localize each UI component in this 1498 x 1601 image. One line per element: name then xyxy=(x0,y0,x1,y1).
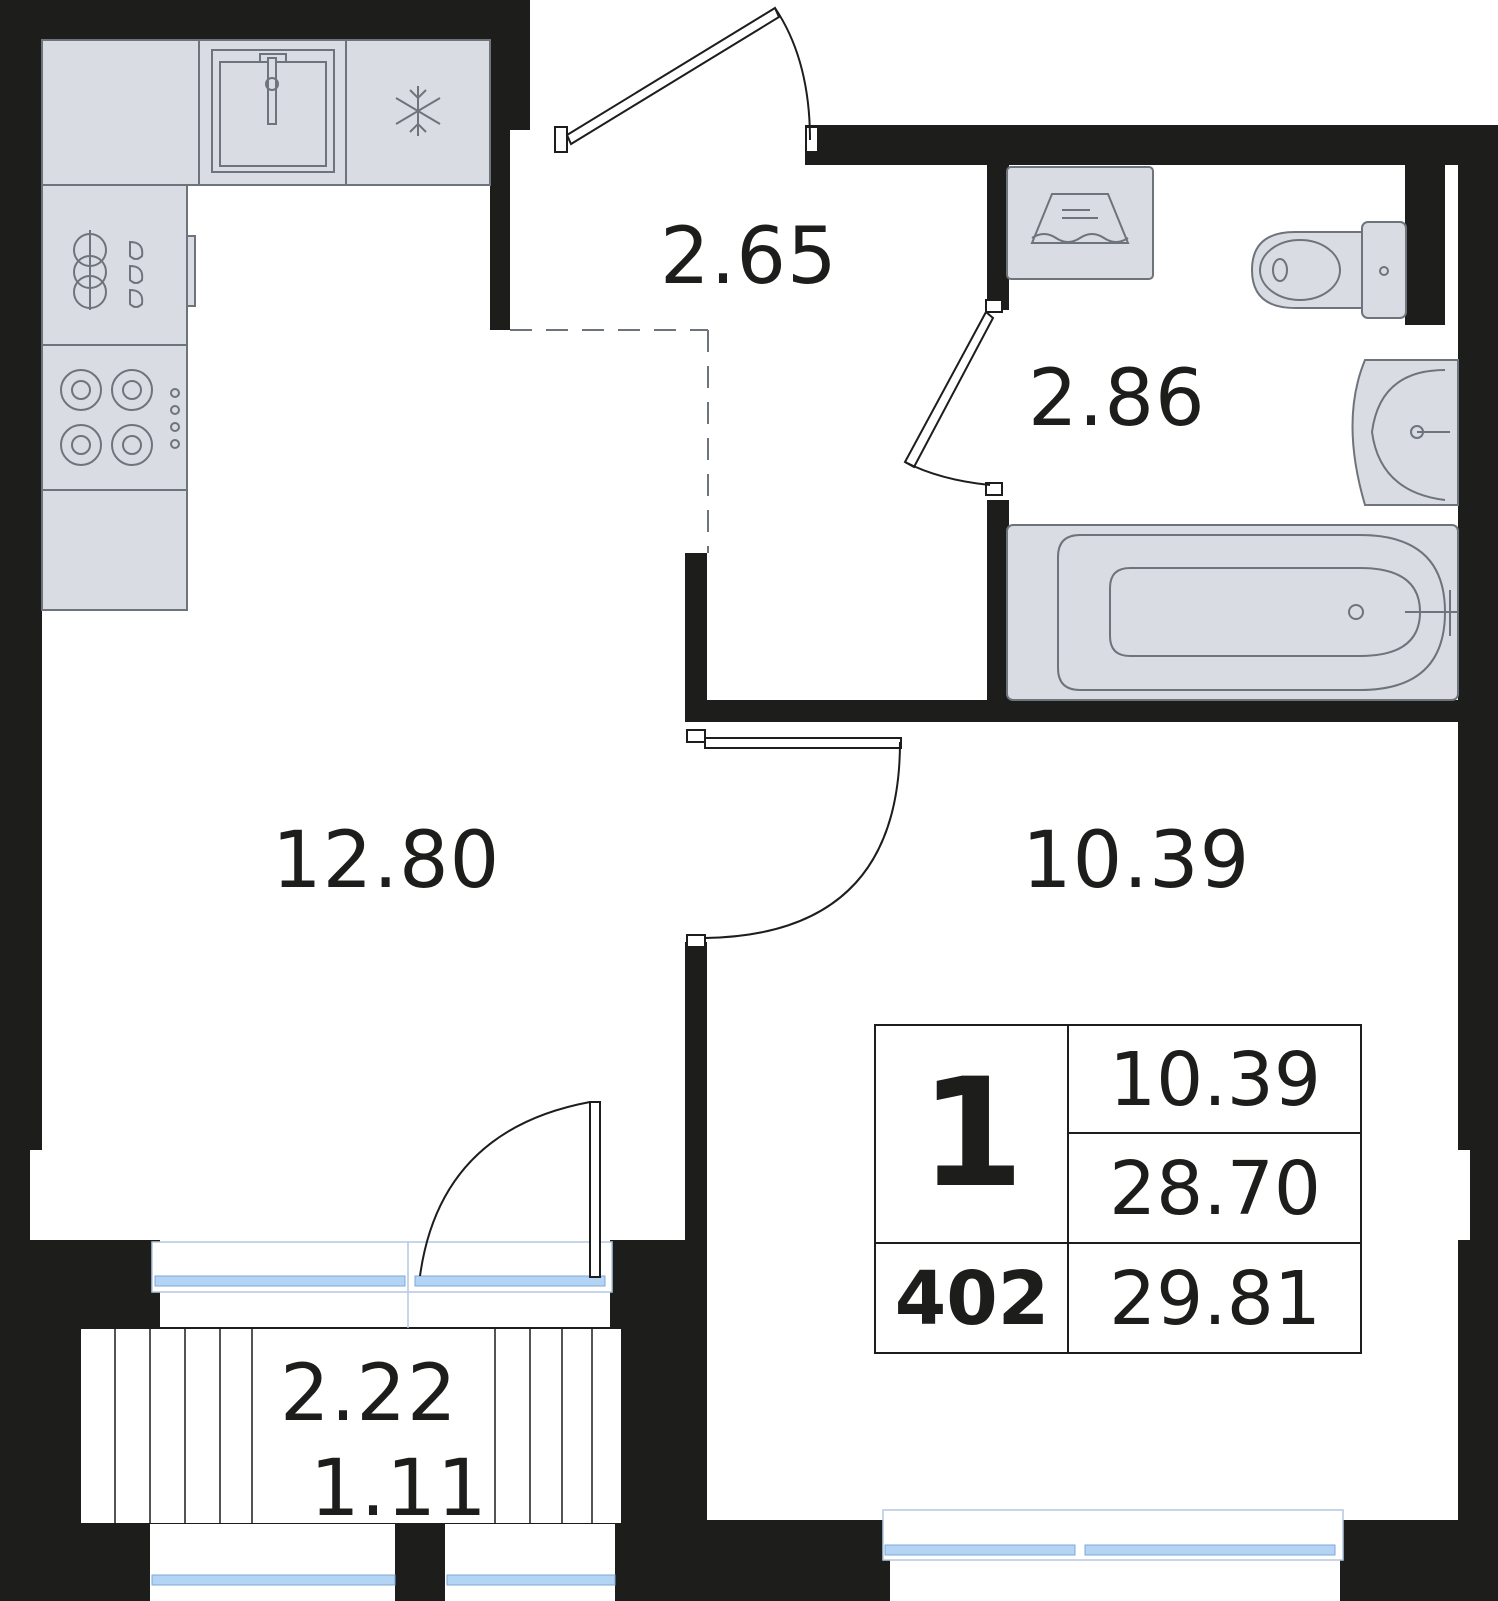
hall-area-label: 2.65 xyxy=(660,212,838,302)
total-area-value: 28.70 xyxy=(1109,1145,1321,1232)
washbasin-icon xyxy=(1351,359,1459,506)
zone-boundary xyxy=(510,329,709,553)
bedroom-area-label: 10.39 xyxy=(1022,816,1251,906)
balcony-area-label: 2.22 xyxy=(280,1349,458,1439)
doors xyxy=(419,6,1003,1278)
rooms-count: 1 xyxy=(919,1047,1025,1221)
dishwasher-icon xyxy=(73,230,196,310)
summary-table xyxy=(874,1024,1362,1354)
kitchen-living-area-label: 12.80 xyxy=(272,816,501,906)
total-with-balcony-value: 29.81 xyxy=(1109,1255,1321,1342)
windows xyxy=(30,1150,1470,1586)
washing-machine-icon xyxy=(1006,166,1154,280)
living-area-value: 10.39 xyxy=(1109,1036,1321,1123)
bathtub-icon xyxy=(1006,524,1459,701)
balcony-reduced-area-label: 1.11 xyxy=(310,1444,488,1534)
sink-icon xyxy=(211,49,335,173)
stove-icon xyxy=(60,369,180,466)
snowflake-icon xyxy=(395,86,441,136)
bathroom-area-label: 2.86 xyxy=(1028,354,1206,444)
apartment-number: 402 xyxy=(894,1255,1050,1342)
kitchen-units xyxy=(41,39,491,611)
toilet-icon xyxy=(1250,221,1407,319)
